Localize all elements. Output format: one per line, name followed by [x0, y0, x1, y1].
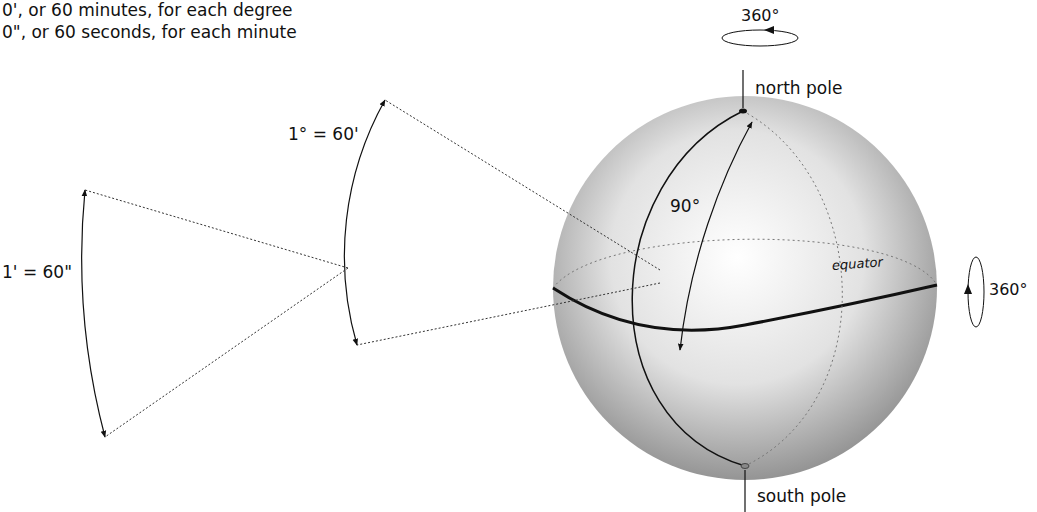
minute-arc [82, 190, 105, 437]
north-pole-leader [742, 70, 743, 108]
north-pole-dot [739, 109, 747, 114]
rotation-ellipse-top [722, 30, 798, 46]
meridian-line [632, 111, 745, 466]
wedge-edge [105, 268, 348, 437]
rotation-arrowhead-top [764, 26, 774, 34]
rotation-arrowhead-right [964, 284, 972, 294]
wedge-edge [385, 100, 660, 270]
equator-line [553, 285, 937, 330]
pole-label: south pole [757, 486, 846, 506]
south-pole-dot [741, 464, 749, 469]
meridian-back [743, 111, 842, 466]
equator-label: equator [831, 252, 883, 275]
angle-label: 1° = 60' [288, 124, 359, 144]
note-text: 0', or 60 minutes, for each degree [2, 0, 293, 20]
quarter-arc-arrow [680, 122, 752, 350]
wedge-edge [85, 190, 348, 268]
globe [553, 96, 937, 480]
south-pole-leader [744, 470, 745, 512]
angle-label: 1' = 60" [2, 262, 72, 282]
note-text: 0", or 60 seconds, for each minute [2, 22, 297, 42]
pole-label: north pole [755, 78, 842, 98]
angle-label: 360° [741, 6, 780, 26]
angle-label: 360° [989, 280, 1028, 300]
angle-label: 90° [670, 196, 700, 216]
equator-back [553, 239, 937, 288]
wedge-edge [357, 283, 660, 345]
